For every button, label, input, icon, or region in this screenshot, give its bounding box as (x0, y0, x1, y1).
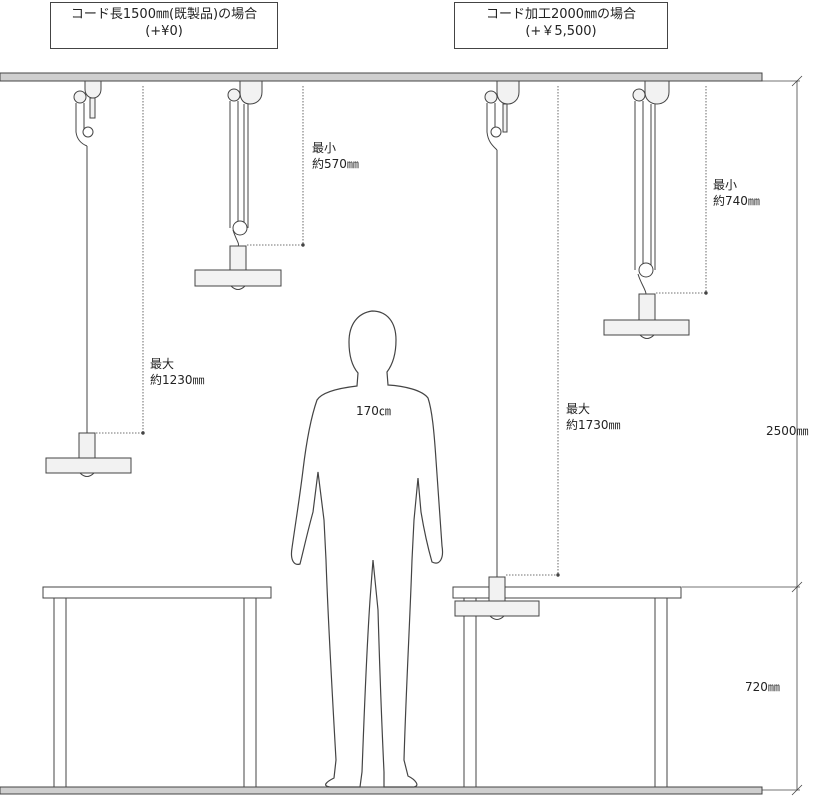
table-right (452, 586, 682, 788)
label-person-height: 170㎝ (356, 404, 391, 418)
pendant-lamp-left-min (194, 80, 282, 290)
header-left-price: (+¥0) (145, 24, 183, 39)
label-max-left: 最大 約1230㎜ (150, 356, 205, 388)
pendant-lamp-right-min (603, 80, 690, 339)
table-left (42, 586, 272, 788)
pendant-lamp-left-max (45, 80, 132, 477)
header-left-box: コード長1500㎜(既製品)の場合 (+¥0) (50, 2, 278, 49)
ceiling (0, 72, 763, 82)
header-left-title: コード長1500㎜(既製品)の場合 (70, 7, 258, 22)
label-max-right-value: 約1730㎜ (566, 418, 621, 432)
header-right-price: (+￥5,500) (525, 24, 597, 39)
label-min-left-title: 最小 (312, 141, 337, 155)
person-silhouette (290, 310, 444, 788)
floor (0, 786, 763, 795)
label-min-right: 最小 約740㎜ (713, 177, 760, 209)
label-min-left-value: 約570㎜ (312, 157, 359, 171)
label-max-right: 最大 約1730㎜ (566, 401, 621, 433)
header-right-box: コード加工2000㎜の場合 (+￥5,500) (454, 2, 668, 49)
pendant-lamp-right-max (454, 80, 540, 620)
label-min-right-title: 最小 (713, 178, 738, 192)
header-right-title: コード加工2000㎜の場合 (485, 7, 637, 22)
label-min-right-value: 約740㎜ (713, 194, 760, 208)
label-max-left-value: 約1230㎜ (150, 373, 205, 387)
dimension-lines (96, 75, 803, 796)
label-max-left-title: 最大 (150, 357, 175, 371)
label-max-right-title: 最大 (566, 402, 591, 416)
label-ceiling-height: 2500㎜ (766, 424, 809, 438)
label-table-height: 720㎜ (745, 680, 780, 694)
label-min-left: 最小 約570㎜ (312, 140, 359, 172)
